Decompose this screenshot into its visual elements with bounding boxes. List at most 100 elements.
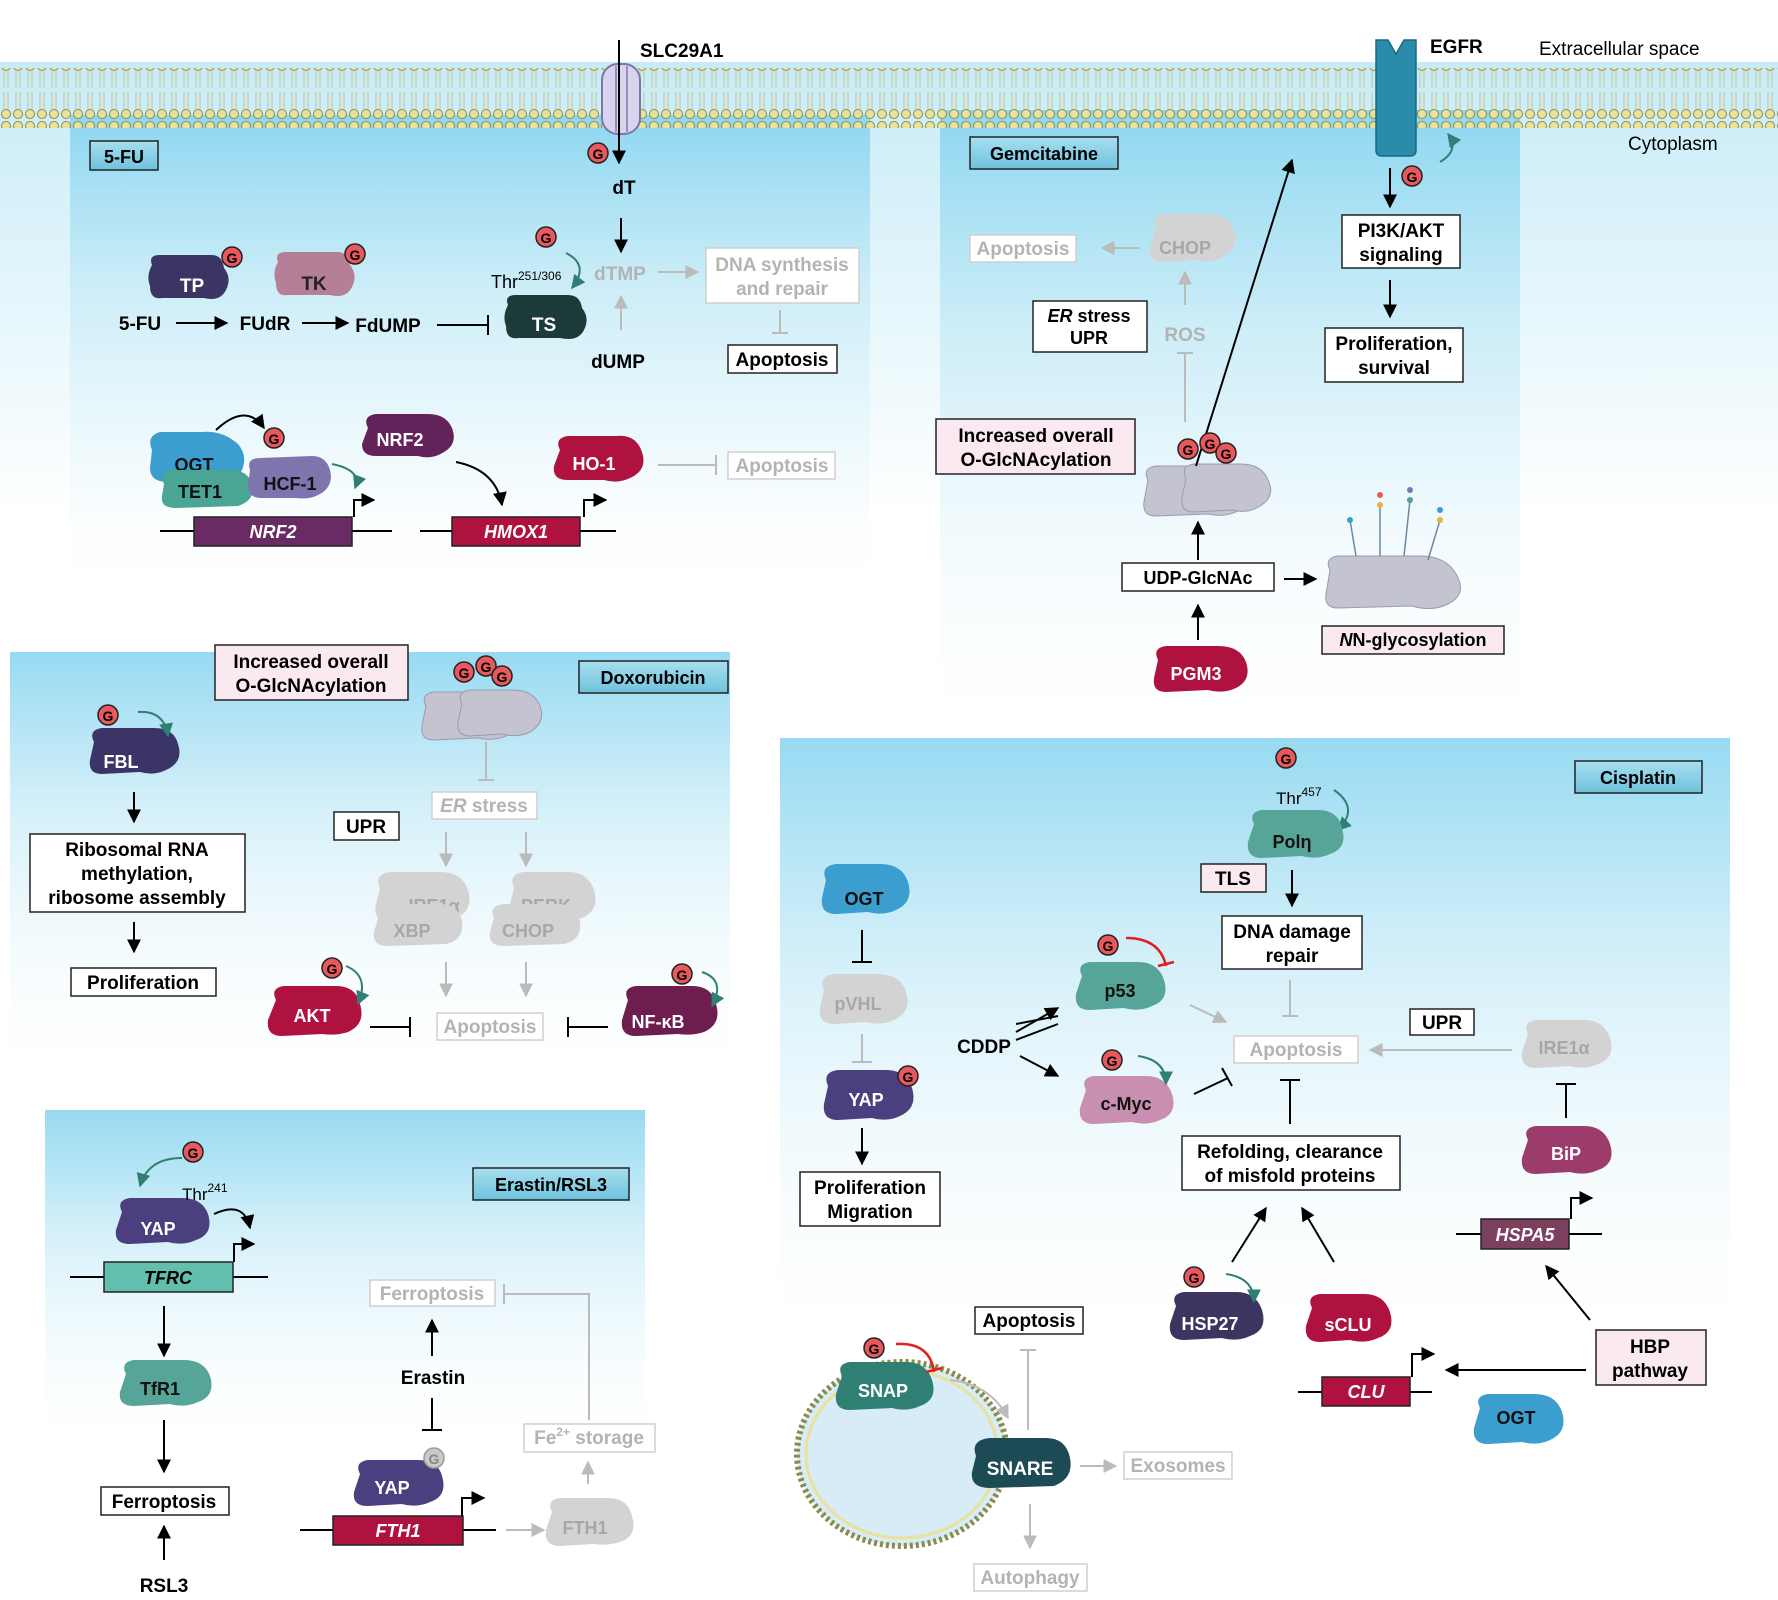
g-badge: G: [475, 655, 497, 677]
glycan-tree: [1349, 499, 1441, 561]
era-yap-protein: [115, 1198, 210, 1244]
nglyc-label: NN-glycosylation: [1339, 630, 1486, 650]
nrf2-protein: [362, 414, 454, 458]
akt-label: AKT: [294, 1006, 331, 1026]
rsl3-label: RSL3: [140, 1576, 189, 1597]
gem-er-stress-line2: UPR: [1070, 328, 1108, 348]
dox-apoptosis-box: [436, 1012, 544, 1041]
dox-increased-line1: Increased overall: [233, 652, 388, 673]
cis-thr-label: Thr457: [1276, 785, 1322, 808]
svg-text:G: G: [327, 961, 338, 977]
svg-text:G: G: [269, 431, 280, 447]
svg-text:G: G: [541, 230, 552, 246]
dna-damage-line1: DNA damage: [1233, 922, 1351, 943]
nglyc-protein: [1325, 555, 1461, 610]
refold-line2: of misfold proteins: [1205, 1166, 1376, 1187]
pgm3-protein: [1153, 646, 1248, 692]
fth1-gene-box: [332, 1515, 464, 1546]
dox-increased-box: [214, 644, 409, 701]
svg-text:G: G: [350, 247, 361, 263]
dox-apoptosis: Apoptosis: [444, 1017, 537, 1038]
glycan-dots: [1347, 487, 1443, 523]
snap-red-inhibit-bar: [925, 1366, 943, 1374]
dox-title: Doxorubicin: [600, 668, 705, 688]
era-ferro2: Ferroptosis: [380, 1284, 485, 1305]
g-badge: G: [863, 1337, 885, 1359]
pi3k-box: [1341, 214, 1461, 269]
svg-text:G: G: [869, 1341, 880, 1357]
hcf1-protein: [248, 456, 331, 499]
cddp-label: CDDP: [957, 1037, 1011, 1058]
cmyc-label: c-Myc: [1100, 1094, 1151, 1114]
poln-protein: [1247, 810, 1344, 858]
hbp-hspa5-arrow: [1545, 1264, 1591, 1321]
svg-text:G: G: [429, 1451, 440, 1467]
dna-damage-box: [1221, 915, 1363, 970]
svg-text:G: G: [227, 250, 238, 266]
g-badge: G: [1177, 438, 1199, 460]
g-badge: G: [182, 1141, 204, 1163]
tp-protein: [148, 255, 229, 299]
svg-text:G: G: [593, 146, 604, 162]
cmyc-protein: [1079, 1076, 1174, 1124]
gem-apoptosis: Apoptosis: [977, 239, 1070, 260]
svg-text:G: G: [497, 669, 508, 685]
dox-upr: UPR: [346, 817, 386, 838]
gem-complex-protein-2: [1181, 463, 1272, 513]
fe-storage-label: Fe2+ storage: [534, 1425, 644, 1449]
tfrc-promoter-arrow: [233, 1237, 256, 1262]
nrf2-to-hmox1-arrow: [455, 461, 507, 507]
tfrc-gene-label: TFRC: [144, 1268, 193, 1288]
era-yap-label: YAP: [140, 1219, 175, 1239]
svg-text:G: G: [1189, 1270, 1200, 1286]
dox-increased-line2: O-GlcNAcylation: [236, 676, 387, 697]
snare-label: SNARE: [987, 1459, 1054, 1480]
dox-xbp-protein: [373, 904, 463, 946]
bip-label: BiP: [1551, 1144, 1581, 1164]
extracellular-background: [0, 0, 1778, 62]
cis-ire1-protein: [1521, 1020, 1612, 1068]
ribosomal-line2: methylation,: [81, 864, 193, 885]
refold-line1: Refolding, clearance: [1197, 1142, 1383, 1163]
gem-increased-line1: Increased overall: [958, 426, 1113, 447]
cddp-p53-arrow-3: [1015, 1023, 1059, 1041]
cddp-cmyc-arrow: [1019, 1055, 1060, 1077]
akt-protein: [267, 986, 362, 1036]
fe-storage-box: [523, 1423, 656, 1453]
tls-box: [1200, 863, 1267, 893]
g-badge: G: [897, 1065, 919, 1087]
hcf1-glyco-arrow: [331, 463, 367, 490]
cddp-p53-arrow-2: [1015, 1015, 1059, 1025]
sclu-refold-arrow: [1301, 1206, 1335, 1263]
fth1-promoter-arrow: [461, 1491, 486, 1516]
pvhl-protein: [819, 974, 908, 1024]
dna-synthesis-line1: DNA synthesis: [715, 255, 848, 276]
g-badge: G: [453, 661, 475, 683]
pi3k-line2: signaling: [1359, 245, 1442, 266]
ribosomal-line3: ribosome assembly: [48, 888, 226, 909]
svg-text:G: G: [1107, 1053, 1118, 1069]
ts-protein: [504, 295, 587, 339]
snare-protein: [971, 1438, 1071, 1488]
g-badge: G: [221, 246, 243, 268]
era-yap-glyco-arrow: [136, 1157, 183, 1188]
fu-title: 5-FU: [104, 147, 144, 167]
ho1-label: HO-1: [572, 454, 615, 474]
gem-prolif-line2: survival: [1358, 358, 1430, 379]
g-badge: G: [1101, 1049, 1123, 1071]
fu-dump: dUMP: [591, 352, 645, 373]
cis-prolif-line1: Proliferation: [814, 1178, 926, 1199]
cis-ire1-label: IRE1α: [1538, 1038, 1589, 1058]
snap-snare-arrow: [949, 1379, 1009, 1420]
tk-protein: [274, 252, 355, 296]
hbp-line1: HBP: [1630, 1337, 1670, 1358]
nrf2-gene-box: [193, 516, 353, 547]
svg-text:G: G: [188, 1145, 199, 1161]
gem-prolif-line1: Proliferation,: [1335, 334, 1452, 355]
slc29a1-channel: [601, 63, 641, 135]
cis-title: Cisplatin: [1600, 768, 1676, 788]
svg-text:G: G: [677, 967, 688, 983]
cis-ogt-protein: [821, 864, 910, 914]
era-title: Erastin/RSL3: [495, 1175, 607, 1195]
clu-gene-box: [1321, 1376, 1411, 1407]
